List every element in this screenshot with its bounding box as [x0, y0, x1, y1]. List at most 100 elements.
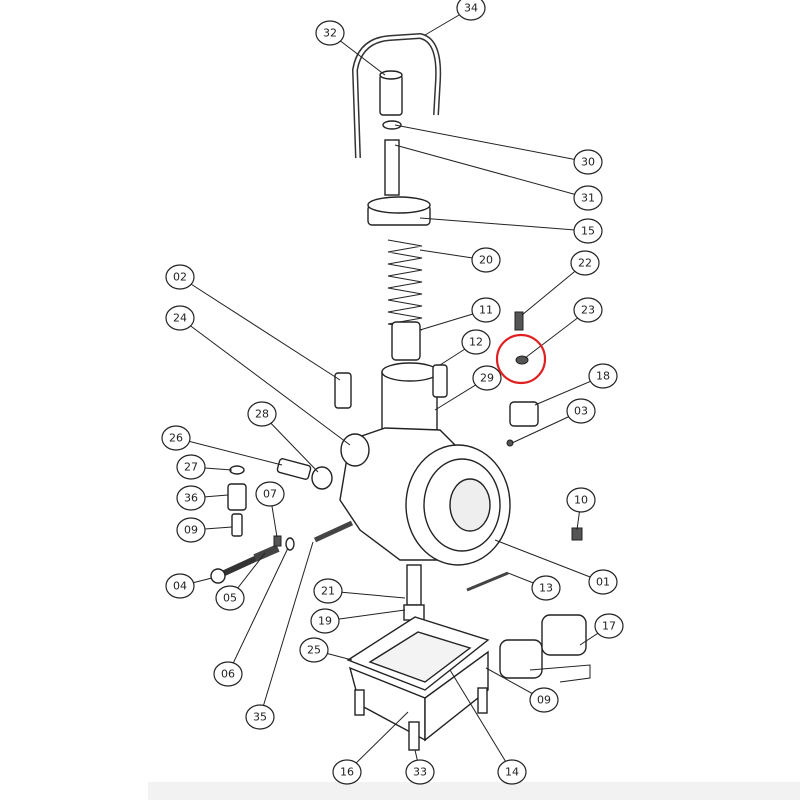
callout-31: 31 — [573, 185, 603, 211]
callout-circle — [255, 481, 285, 507]
callout-circle — [594, 613, 624, 639]
part-27 — [229, 465, 245, 475]
callout-30: 30 — [573, 149, 603, 175]
callout-circle — [531, 575, 561, 601]
callout-10: 10 — [566, 487, 596, 513]
callout-number: 33 — [413, 766, 427, 779]
leader-line-24 — [179, 317, 351, 446]
part-31 — [384, 139, 400, 196]
callout-number: 22 — [578, 257, 592, 270]
callout-circle — [161, 425, 191, 451]
callout-number: 03 — [574, 405, 588, 418]
callout-number: 20 — [479, 254, 493, 267]
callout-number: 15 — [581, 225, 595, 238]
callout-19: 19 — [310, 608, 340, 634]
callout-circle — [497, 759, 527, 785]
callout-15: 15 — [573, 218, 603, 244]
bottom-band — [148, 782, 800, 800]
callout-32: 32 — [315, 20, 345, 46]
callout-circle — [566, 398, 596, 424]
callout-circle — [315, 20, 345, 46]
callout-number: 12 — [469, 336, 483, 349]
leader-line-02 — [179, 276, 341, 381]
callout-29: 29 — [472, 365, 502, 391]
part-21 — [406, 564, 422, 606]
callout-34: 34 — [456, 0, 486, 21]
callout-circle — [165, 573, 195, 599]
callout-number: 07 — [263, 488, 277, 501]
callout-circle — [461, 329, 491, 355]
callout-circle — [299, 637, 329, 663]
callout-number: 13 — [539, 582, 553, 595]
callout-circle — [215, 585, 245, 611]
callout-25: 25 — [299, 637, 329, 663]
callout-number: 09 — [184, 524, 198, 537]
part-06 — [285, 537, 295, 551]
callout-26: 26 — [161, 425, 191, 451]
callout-35: 35 — [245, 704, 275, 730]
callout-09: 09 — [176, 517, 206, 543]
callout-number: 24 — [173, 312, 187, 325]
callout-number: 04 — [173, 580, 187, 593]
callout-circle — [588, 569, 618, 595]
callout-14: 14 — [497, 759, 527, 785]
part-13 — [466, 571, 509, 592]
callout-number: 21 — [321, 585, 335, 598]
callout-circle — [310, 608, 340, 634]
callout-circle — [566, 487, 596, 513]
callout-number: 27 — [184, 461, 198, 474]
callout-number: 16 — [340, 766, 354, 779]
callout-04: 04 — [165, 573, 195, 599]
callout-circle — [313, 578, 343, 604]
bolt — [354, 689, 365, 716]
part-22 — [514, 311, 524, 331]
callout-number: 30 — [581, 156, 595, 169]
callout-06: 06 — [213, 661, 243, 687]
callout-circle — [471, 247, 501, 273]
callout-circle — [245, 704, 275, 730]
leader-line-06 — [227, 547, 289, 675]
callout-20: 20 — [471, 247, 501, 273]
callout-circle — [405, 759, 435, 785]
callout-number: 25 — [307, 644, 321, 657]
part-07 — [273, 535, 282, 547]
callout-circle — [165, 264, 195, 290]
part-11 — [391, 321, 421, 361]
part-30 — [382, 120, 402, 130]
callout-circle — [529, 687, 559, 713]
callout-36: 36 — [176, 485, 206, 511]
callout-circle — [472, 365, 502, 391]
callout-circle — [573, 185, 603, 211]
part-35 — [313, 520, 354, 543]
part-20 — [387, 239, 423, 331]
callout-number: 06 — [221, 668, 235, 681]
callout-circle — [165, 305, 195, 331]
callout-number: 14 — [505, 766, 519, 779]
callout-number: 02 — [173, 271, 187, 284]
callout-number: 19 — [318, 615, 332, 628]
callout-circle — [471, 297, 501, 323]
callout-circle — [573, 297, 603, 323]
part-26 — [276, 458, 312, 480]
callout-28: 28 — [247, 401, 277, 427]
callout-number: 01 — [596, 576, 610, 589]
callout-number: 34 — [464, 2, 478, 15]
callout-22: 22 — [570, 250, 600, 276]
leader-line-16 — [346, 711, 409, 773]
part-18 — [509, 401, 539, 427]
part-36 — [227, 483, 247, 511]
callout-33: 33 — [405, 759, 435, 785]
part-14 — [368, 631, 472, 683]
callout-21: 21 — [313, 578, 343, 604]
part-09b — [499, 639, 543, 679]
callout-07: 07 — [255, 481, 285, 507]
callout-16: 16 — [332, 759, 362, 785]
callout-number: 23 — [581, 304, 595, 317]
part-09a — [231, 513, 243, 537]
callout-23: 23 — [573, 297, 603, 323]
callout-number: 31 — [581, 192, 595, 205]
part-17 — [541, 614, 587, 656]
callout-18: 18 — [588, 363, 618, 389]
